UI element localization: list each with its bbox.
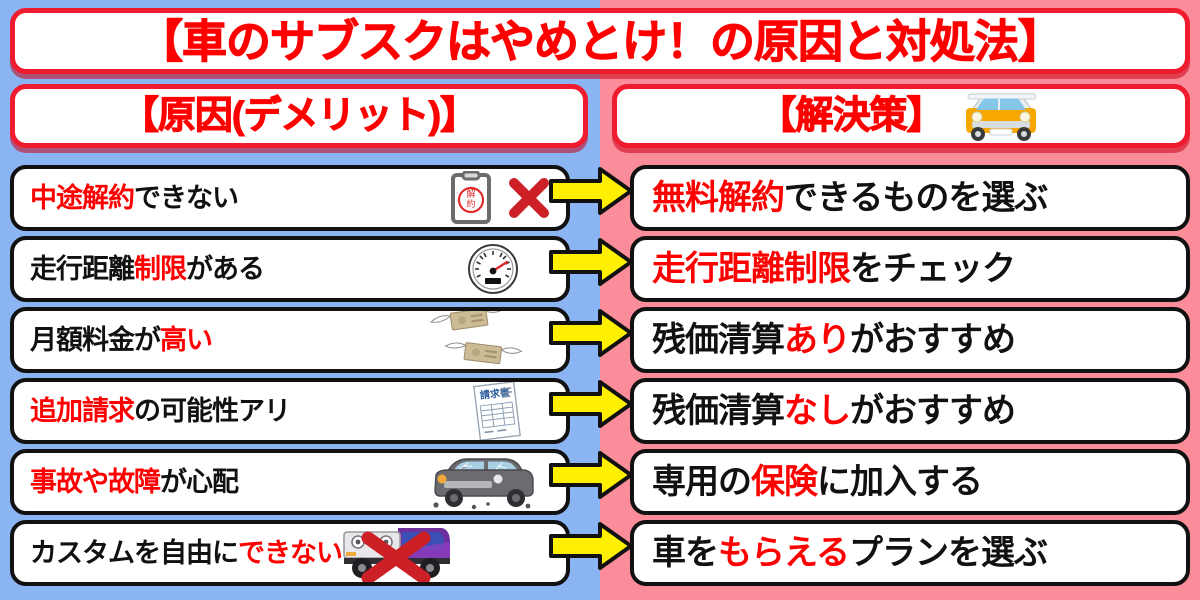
svg-text:約: 約 <box>466 198 475 210</box>
cause-highlight: 中途解約 <box>30 182 135 213</box>
title-banner: 【車のサブスクはやめとけ！の原因と対処法】 <box>10 8 1190 74</box>
right-column-header-label: 【解決策】 <box>758 95 945 137</box>
solution-rest: に加入する <box>817 463 983 501</box>
solution-prefix: 残価清算 <box>652 321 785 359</box>
cancellation-clipboard-icon: 解 約 <box>450 171 492 225</box>
comparison-row: 追加請求の可能性アリ 請求書 <box>0 378 1200 444</box>
right-arrow-icon <box>548 236 634 288</box>
solution-prefix: 専用の <box>652 463 752 501</box>
solution-highlight: 保険 <box>751 463 818 501</box>
comparison-row: 中途解約できない 解 約 無料解 <box>0 165 1200 231</box>
cause-prefix: 月額料金が <box>30 324 161 355</box>
solution-rest: プランを選ぶ <box>848 534 1048 572</box>
right-arrow-icon <box>548 378 634 430</box>
solution-highlight: 走行距離制限 <box>652 250 851 288</box>
solution-rest: がおすすめ <box>850 392 1016 430</box>
cause-highlight: 事故や故障 <box>30 466 161 497</box>
cause-rest: がある <box>186 253 265 284</box>
solution-highlight: あり <box>784 321 851 359</box>
custom-van-crossed-icon <box>338 524 454 582</box>
solution-prefix: 車を <box>652 534 719 572</box>
cause-cell: 走行距離制限がある <box>10 236 570 302</box>
yellow-car-icon <box>958 90 1044 142</box>
cause-highlight: 制限 <box>134 253 187 284</box>
right-arrow-icon <box>548 449 634 501</box>
invoice-icon: 請求書 <box>468 382 526 440</box>
cause-prefix: 走行距離 <box>30 253 135 284</box>
cause-cell: 追加請求の可能性アリ 請求書 <box>10 378 570 444</box>
solution-prefix: 残価清算 <box>652 392 785 430</box>
solution-cell: 車をもらえるプランを選ぶ <box>630 520 1190 586</box>
right-column-header: 【解決策】 <box>612 84 1190 148</box>
solution-cell: 残価清算ありがおすすめ <box>630 307 1190 373</box>
solution-highlight: なし <box>784 392 851 430</box>
solution-cell: 走行距離制限をチェック <box>630 236 1190 302</box>
flying-money-icon <box>426 311 534 369</box>
cause-cell: 事故や故障が心配 <box>10 449 570 515</box>
left-column-header: 【原因(デメリット)】 <box>10 84 588 148</box>
svg-text:解: 解 <box>466 188 475 200</box>
solution-cell: 無料解約できるものを選ぶ <box>630 165 1190 231</box>
cause-rest: できない <box>134 182 239 213</box>
cause-rest: が心配 <box>160 466 239 497</box>
solution-highlight: もらえる <box>718 534 850 572</box>
red-cross-icon <box>506 175 552 221</box>
solution-rest: をチェック <box>850 250 1016 288</box>
solution-highlight: 無料解約 <box>652 179 785 217</box>
cause-cell: 中途解約できない 解 約 <box>10 165 570 231</box>
cause-highlight: できない <box>238 537 343 568</box>
cause-cell: カスタムを自由にできない <box>10 520 570 586</box>
cause-cell: 月額料金が高い <box>10 307 570 373</box>
left-column-header-label: 【原因(デメリット)】 <box>120 95 478 137</box>
cause-highlight: 高い <box>160 324 213 355</box>
comparison-row: カスタムを自由にできない <box>0 520 1200 586</box>
cause-prefix: カスタムを自由に <box>30 537 239 568</box>
comparison-row: 走行距離制限がある <box>0 236 1200 302</box>
right-arrow-icon <box>548 520 634 572</box>
cause-highlight: 追加請求 <box>30 395 135 426</box>
speedometer-icon <box>466 242 520 296</box>
solution-rest: できるものを選ぶ <box>784 179 1048 217</box>
comparison-row: 事故や故障が心配 <box>0 449 1200 515</box>
comparison-row: 月額料金が高い <box>0 307 1200 373</box>
solution-cell: 残価清算なしがおすすめ <box>630 378 1190 444</box>
solution-cell: 専用の保険に加入する <box>630 449 1190 515</box>
damaged-car-icon <box>428 453 540 511</box>
right-arrow-icon <box>548 307 634 359</box>
right-arrow-icon <box>548 165 634 217</box>
solution-rest: がおすすめ <box>850 321 1016 359</box>
page-title: 【車のサブスクはやめとけ！の原因と対処法】 <box>137 15 1063 67</box>
cause-rest: の可能性アリ <box>134 395 291 426</box>
